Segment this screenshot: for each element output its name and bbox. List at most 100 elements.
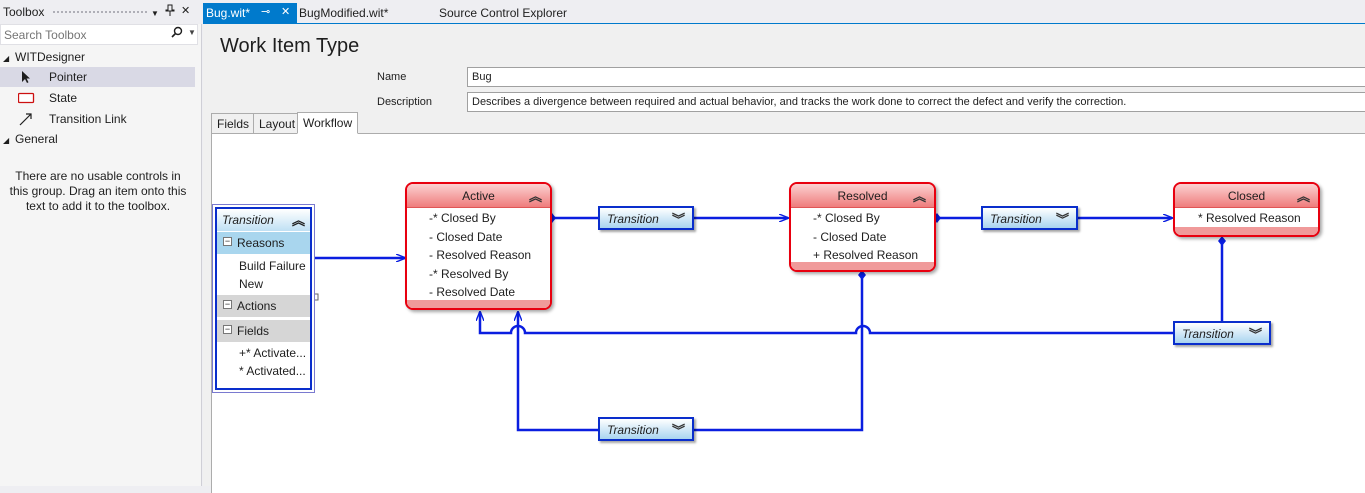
expand-chevron-icon[interactable]: ︾ xyxy=(671,212,685,227)
tab-layout[interactable]: Layout xyxy=(253,113,302,134)
state-footer xyxy=(407,300,550,308)
state-field[interactable]: - Closed Date xyxy=(813,229,887,244)
work-item-type-designer: Work Item Type Name Bug Description Desc… xyxy=(203,24,1365,493)
toolbox-item-label: Transition Link xyxy=(49,112,127,126)
tab-bug-wit[interactable]: Bug.wit* ⊸ ✕ xyxy=(203,3,297,23)
close-tab-icon[interactable]: ✕ xyxy=(281,6,291,18)
toolbox-item-label: Pointer xyxy=(49,70,88,84)
transition-header[interactable]: Transition ︽ xyxy=(217,209,310,231)
tab-label: Bug.wit* xyxy=(206,6,251,20)
page-title: Work Item Type xyxy=(220,35,360,57)
fields-section[interactable]: − Fields xyxy=(217,320,310,342)
tab-source-control-explorer[interactable]: Source Control Explorer xyxy=(439,3,567,23)
toolbox-panel: Toolbox ▼ ✕ ▼ ◢ WITDesigner Pointer State… xyxy=(0,0,202,486)
state-active[interactable]: Active ︽ -* Closed By - Closed Date - Re… xyxy=(405,182,552,310)
state-field[interactable]: - Resolved Date xyxy=(429,285,516,299)
description-label: Description xyxy=(377,96,433,108)
state-field[interactable]: -* Closed By xyxy=(429,211,496,225)
collapse-chevron-icon[interactable]: ︽ xyxy=(1296,189,1310,204)
tab-workflow[interactable]: Workflow xyxy=(297,112,359,134)
pointer-icon xyxy=(18,69,34,85)
state-field-list: -* Closed By - Closed Date + Resolved Re… xyxy=(791,208,934,265)
state-field[interactable]: * Resolved Reason xyxy=(1198,211,1301,225)
collapse-box-icon[interactable]: − xyxy=(223,324,232,334)
state-closed[interactable]: Closed ︽ * Resolved Reason xyxy=(1173,182,1320,237)
state-field[interactable]: -* Closed By xyxy=(813,211,880,225)
expand-chevron-icon[interactable]: ︾ xyxy=(1248,327,1262,342)
tab-fields[interactable]: Fields xyxy=(211,113,256,134)
collapse-box-icon[interactable]: − xyxy=(223,236,232,246)
reason-item[interactable]: Build Failure xyxy=(239,259,306,273)
toolbox-search-box[interactable]: ▼ xyxy=(0,24,198,45)
toolbox-header: Toolbox ▼ ✕ xyxy=(0,0,202,24)
toolbox-dropdown-icon[interactable]: ▼ xyxy=(151,9,159,18)
transition-label: Transition xyxy=(607,212,659,226)
state-field[interactable]: -* Resolved By xyxy=(429,266,509,281)
toolbox-group-general[interactable]: ◢ General xyxy=(3,132,58,146)
state-field-list: -* Closed By - Closed Date - Resolved Re… xyxy=(407,208,550,302)
group-label: General xyxy=(15,132,58,146)
expand-chevron-icon[interactable]: ︾ xyxy=(671,423,685,438)
state-header[interactable]: Active ︽ xyxy=(407,184,550,208)
description-field[interactable]: Describes a divergence between required … xyxy=(467,92,1365,112)
document-tab-bar: Bug.wit* ⊸ ✕ BugModified.wit* Source Con… xyxy=(203,0,1365,24)
expanded-triangle-icon[interactable]: ◢ xyxy=(3,136,10,145)
toolbox-drag-grip[interactable] xyxy=(52,10,147,15)
tab-label: BugModified.wit* xyxy=(299,6,389,20)
name-field[interactable]: Bug xyxy=(467,67,1365,87)
state-field[interactable]: - Resolved Reason xyxy=(429,248,532,262)
section-label: Reasons xyxy=(237,236,285,250)
section-label: Actions xyxy=(237,299,277,313)
actions-section[interactable]: − Actions xyxy=(217,295,310,317)
toolbox-group-witdesigner[interactable]: ◢ WITDesigner xyxy=(3,50,85,64)
transition-resolved-to-active[interactable]: Transition ︾ xyxy=(598,417,694,441)
state-title: Resolved xyxy=(837,189,888,203)
state-resolved[interactable]: Resolved ︽ -* Closed By - Closed Date + … xyxy=(789,182,936,272)
transition-label: Transition xyxy=(990,212,1042,226)
toolbox-item-label: State xyxy=(49,91,78,105)
toolbox-empty-message: There are no usable controls in this gro… xyxy=(9,169,187,213)
collapse-chevron-icon[interactable]: ︽ xyxy=(912,189,926,204)
toolbox-item-transition-link[interactable]: Transition Link xyxy=(0,109,195,129)
transition-closed-to-active[interactable]: Transition ︾ xyxy=(1173,321,1271,345)
state-header[interactable]: Resolved ︽ xyxy=(791,184,934,208)
close-icon[interactable]: ✕ xyxy=(181,5,191,17)
section-label: Fields xyxy=(237,324,270,338)
collapse-chevron-icon[interactable]: ︽ xyxy=(528,189,542,204)
transition-label: Transition xyxy=(607,423,659,437)
state-field-list: * Resolved Reason xyxy=(1175,208,1318,228)
state-footer xyxy=(1175,227,1318,235)
collapse-box-icon[interactable]: − xyxy=(223,299,232,309)
toolbox-title: Toolbox xyxy=(3,5,45,19)
field-item[interactable]: * Activated... xyxy=(239,364,306,378)
group-label: WITDesigner xyxy=(15,50,86,64)
expanded-triangle-icon[interactable]: ◢ xyxy=(3,54,10,63)
transition-active-to-resolved[interactable]: Transition ︾ xyxy=(598,206,694,230)
expand-chevron-icon[interactable]: ︾ xyxy=(1055,212,1069,227)
field-item[interactable]: +* Activate... xyxy=(239,346,307,360)
state-icon xyxy=(17,90,35,106)
transition-title: Transition xyxy=(222,213,274,227)
search-options-dropdown-icon[interactable]: ▼ xyxy=(188,28,196,37)
state-field[interactable]: + Resolved Reason xyxy=(813,248,919,262)
toolbox-item-state[interactable]: State xyxy=(0,88,195,108)
pin-tab-icon[interactable]: ⊸ xyxy=(261,6,271,18)
state-title: Closed xyxy=(1227,189,1266,203)
search-icon[interactable] xyxy=(171,26,183,41)
toolbox-item-pointer[interactable]: Pointer xyxy=(0,67,195,87)
state-title: Active xyxy=(462,189,495,203)
tab-bugmodified-wit[interactable]: BugModified.wit* xyxy=(299,3,388,23)
transition-resolved-to-closed[interactable]: Transition ︾ xyxy=(981,206,1078,230)
collapse-chevron-icon[interactable]: ︽ xyxy=(291,213,305,228)
state-header[interactable]: Closed ︽ xyxy=(1175,184,1318,208)
reason-item[interactable]: New xyxy=(239,277,264,291)
transition-link-icon xyxy=(18,111,34,127)
pin-icon[interactable] xyxy=(165,4,175,20)
transition-label: Transition xyxy=(1182,327,1234,341)
tab-label: Source Control Explorer xyxy=(439,6,568,20)
transition-expanded-new-to-active[interactable]: Transition ︽ − Reasons Build Failure New… xyxy=(215,207,312,390)
state-field[interactable]: - Closed Date xyxy=(429,229,503,244)
reasons-section[interactable]: − Reasons xyxy=(217,232,310,254)
toolbox-search-input[interactable] xyxy=(1,25,161,44)
name-label: Name xyxy=(377,71,407,83)
